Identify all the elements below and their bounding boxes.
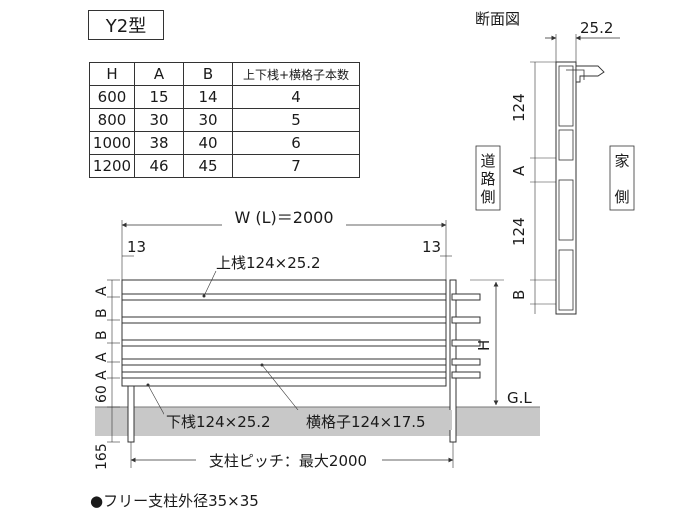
- ground-line-label: G.L: [507, 389, 532, 407]
- rails: [121, 293, 447, 379]
- cell-a: 15: [134, 85, 184, 109]
- road-side-char: 路: [480, 170, 495, 188]
- slat: [121, 358, 447, 366]
- cell-b: 40: [183, 131, 233, 155]
- dim-label-b: B: [94, 308, 110, 318]
- cell-h: 800: [89, 108, 135, 132]
- slat-label: 横格子124×17.5: [306, 413, 426, 431]
- house-side-char: 家: [614, 152, 629, 170]
- cell-a: 30: [134, 108, 184, 132]
- house-side-char: 側: [614, 188, 629, 206]
- slat: [121, 316, 447, 324]
- embed-depth-label: 165: [94, 443, 110, 470]
- road-side-char: 側: [480, 188, 495, 206]
- section-view: 断面図 25.2 124 A 124 B 道 路 側: [475, 10, 635, 315]
- cell-b: 45: [183, 154, 233, 178]
- header-h: H: [89, 62, 135, 86]
- cell-b: 30: [183, 108, 233, 132]
- section-title: 断面図: [475, 10, 520, 28]
- cell-h: 1000: [89, 131, 135, 155]
- height-label: H: [475, 340, 493, 351]
- clearance-label: 60: [94, 385, 110, 403]
- dim-label-a: A: [94, 286, 110, 296]
- cell-count: 5: [232, 108, 360, 132]
- section-profile: [555, 61, 577, 315]
- slat: [121, 339, 447, 347]
- road-side-char: 道: [480, 152, 495, 170]
- cell-count: 6: [232, 131, 360, 155]
- top-rail-label: 上桟124×25.2: [216, 254, 321, 272]
- depth-label: 25.2: [580, 19, 613, 37]
- spec-table-header: H A B 上下桟+横格子本数: [89, 62, 360, 86]
- right-offset-label: 13: [422, 238, 441, 256]
- width-label: W (L)＝2000: [234, 208, 333, 227]
- table-row: 1000 38 40 6: [89, 131, 360, 155]
- section-dim-top: 124: [510, 93, 528, 122]
- table-row: 600 15 14 4: [89, 85, 360, 109]
- bottom-rail: [121, 371, 447, 379]
- left-offset-label: 13: [127, 238, 146, 256]
- cap-bracket: [575, 65, 605, 83]
- cell-b: 14: [183, 85, 233, 109]
- cell-h: 1200: [89, 154, 135, 178]
- house-side-box: [609, 145, 635, 211]
- elevation-view: W (L)＝2000 13 13 上桟124×25.2 下桟124×25.2 横…: [94, 208, 540, 470]
- header-count: 上下桟+横格子本数: [232, 62, 360, 86]
- bottom-rail-label: 下桟124×25.2: [166, 413, 271, 431]
- cell-a: 46: [134, 154, 184, 178]
- spec-table: H A B 上下桟+横格子本数 600 15 14 4 800 30 30 5 …: [89, 62, 360, 178]
- dim-label-a: A: [94, 370, 110, 380]
- cell-a: 38: [134, 131, 184, 155]
- post-pitch-label: 支柱ピッチ：最大2000: [209, 452, 367, 470]
- road-side-box: [475, 145, 501, 211]
- model-type-label: Y2型: [88, 10, 164, 40]
- section-dim-middle: 124: [510, 217, 528, 246]
- rail-stubs: [451, 293, 481, 379]
- table-row: 800 30 30 5: [89, 108, 360, 132]
- cell-h: 600: [89, 85, 135, 109]
- dim-label-a: A: [94, 352, 110, 362]
- top-rail: [121, 293, 447, 301]
- section-dim-a: A: [510, 165, 528, 176]
- cell-count: 4: [232, 85, 360, 109]
- table-row: 1200 46 45 7: [89, 154, 360, 178]
- footnote: ●フリー支柱外径35×35: [90, 492, 259, 510]
- section-dim-b: B: [510, 290, 528, 300]
- cell-count: 7: [232, 154, 360, 178]
- dim-label-b: B: [94, 330, 110, 340]
